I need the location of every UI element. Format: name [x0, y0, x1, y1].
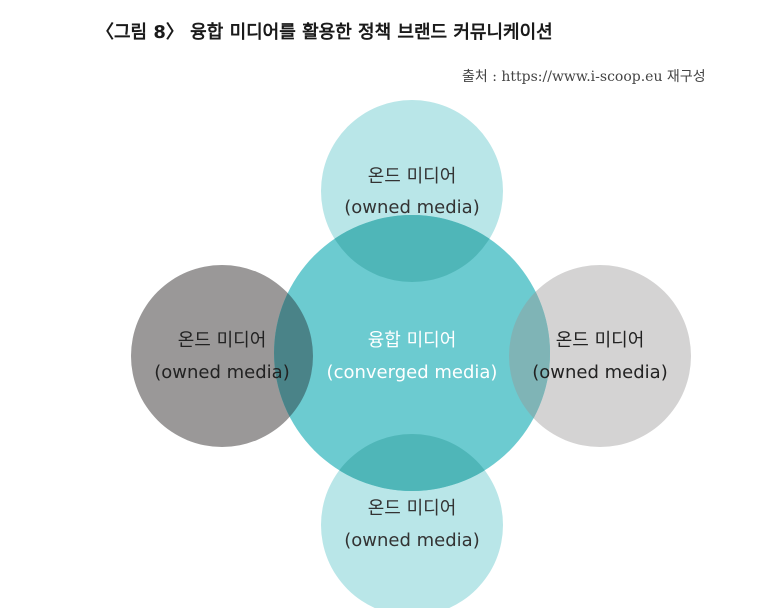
bottom-label-ko: 온드 미디어 [368, 498, 457, 519]
right-label-en: (owned media) [532, 362, 667, 383]
circle-left [131, 265, 313, 447]
right-label-ko: 온드 미디어 [556, 330, 645, 351]
overlap-top [321, 215, 503, 282]
top-label-en: (owned media) [344, 197, 479, 218]
circle-center [274, 215, 550, 491]
figure-source: 출처 : https://www.i-scoop.eu 재구성 [462, 69, 706, 85]
figure-caption: 〈그림 8〉 융합 미디어를 활용한 정책 브랜드 커뮤니케이션 [96, 22, 553, 43]
center-label-en: (converged media) [327, 362, 498, 383]
overlap-bottom [321, 434, 503, 491]
bottom-label-en: (owned media) [344, 530, 479, 551]
circle-right [509, 265, 691, 447]
left-label-ko: 온드 미디어 [178, 330, 267, 351]
top-label-ko: 온드 미디어 [368, 166, 457, 187]
left-label-en: (owned media) [154, 362, 289, 383]
center-label-ko: 융합 미디어 [368, 330, 457, 351]
